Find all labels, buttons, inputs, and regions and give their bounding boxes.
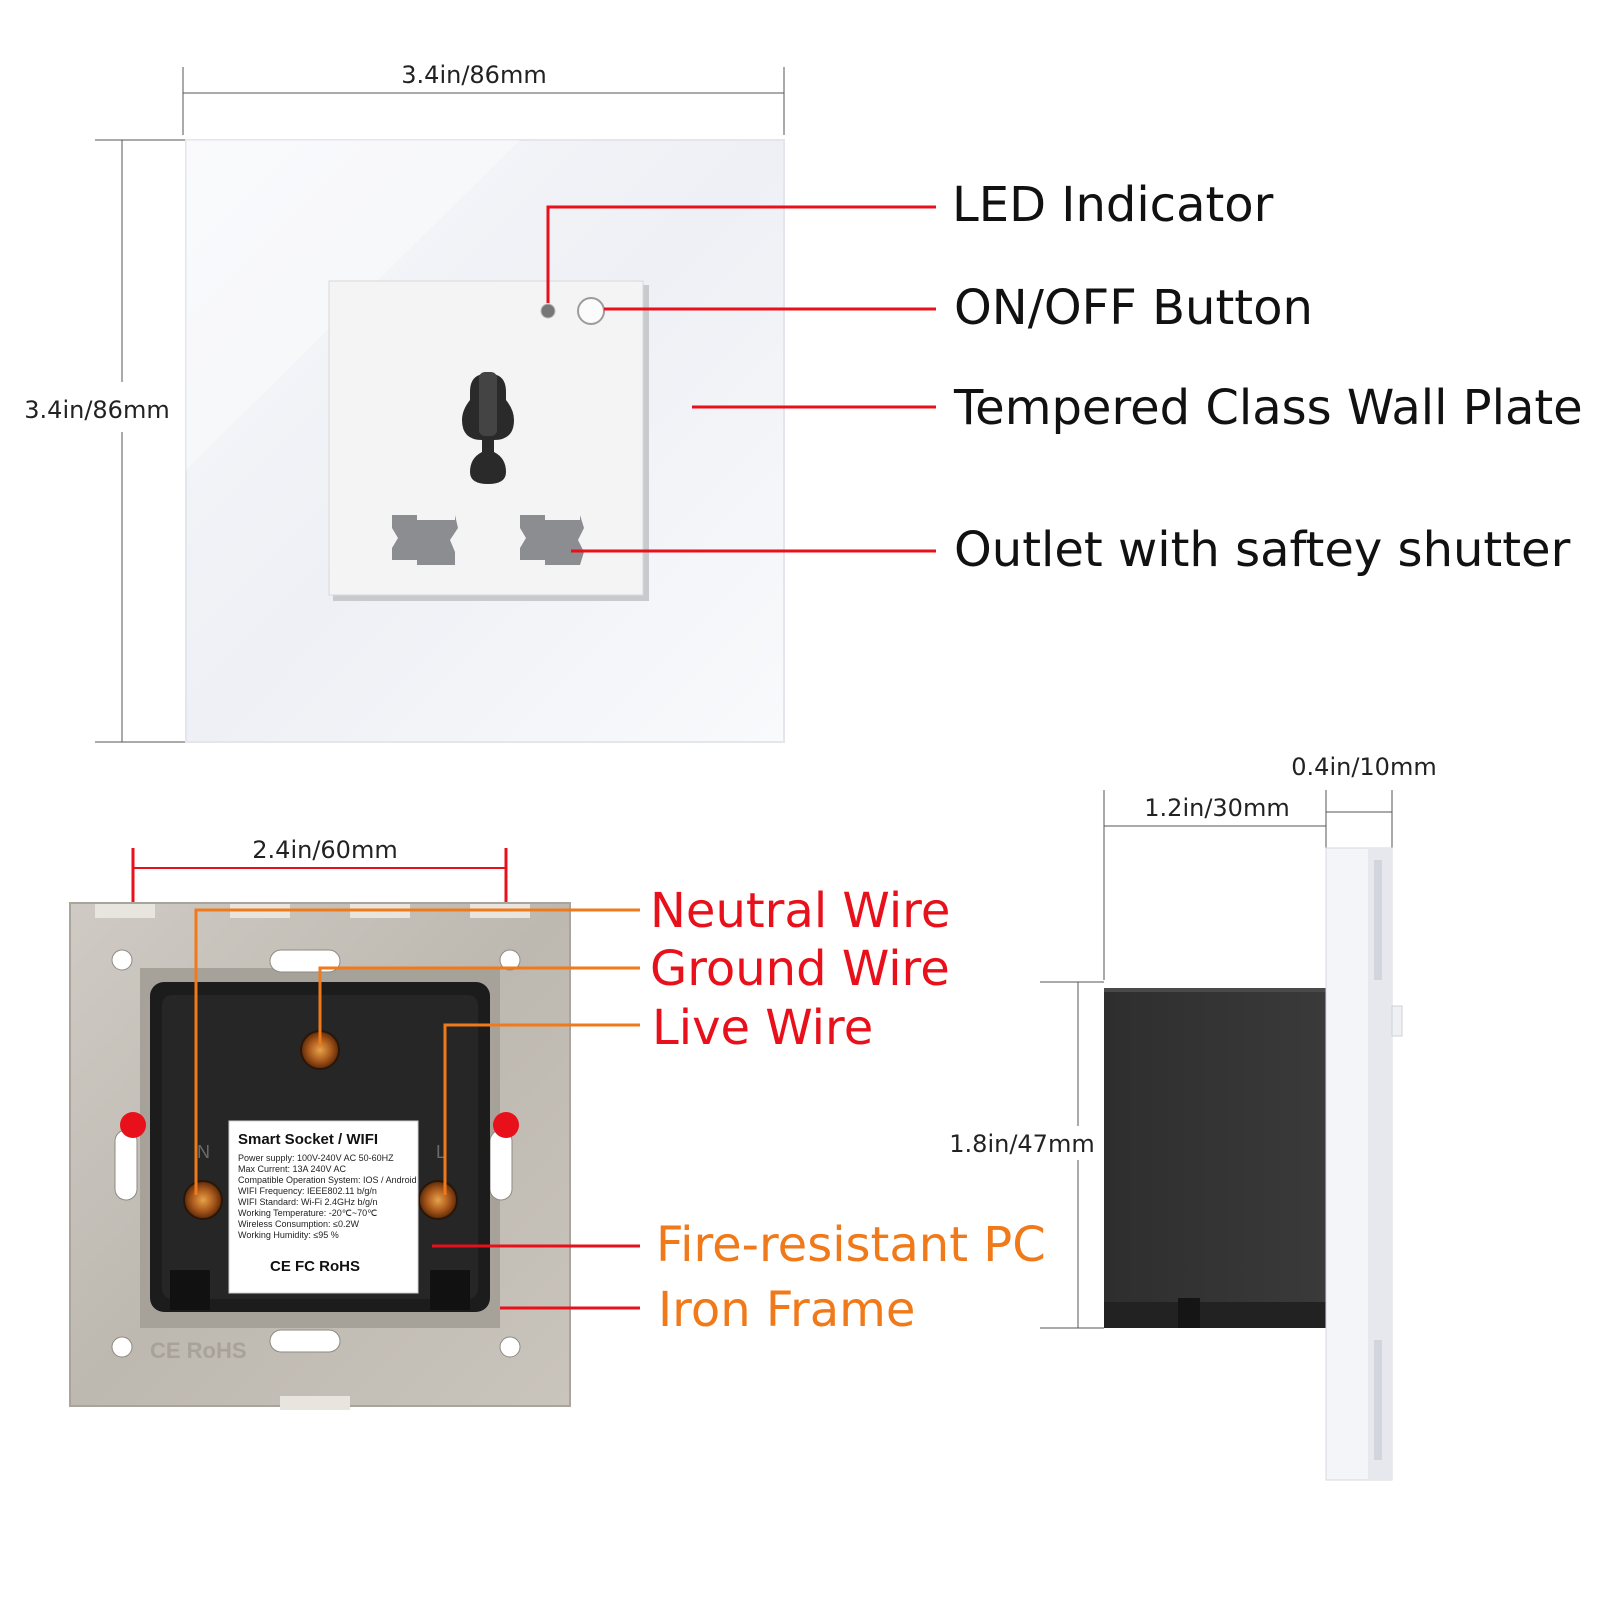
callout-live-wire: Live Wire: [652, 1000, 873, 1056]
label-certifications: CE FC RoHS: [270, 1258, 360, 1275]
callout-neutral-wire: Neutral Wire: [650, 883, 950, 939]
side-housing: [1104, 988, 1328, 1328]
front-width-label: 3.4in/86mm: [401, 61, 546, 89]
label-line: WIFI Standard: Wi-Fi 2.4GHz b/g/n: [238, 1197, 378, 1207]
front-height-dimension: 3.4in/86mm: [24, 139, 186, 743]
front-width-dimension: 3.4in/86mm: [182, 61, 785, 135]
side-body-height-label: 1.8in/47mm: [949, 1130, 1094, 1158]
on-off-button[interactable]: [577, 297, 605, 325]
front-height-label: 3.4in/86mm: [24, 396, 169, 424]
label-line: Working Temperature: -20℃~70℃: [238, 1208, 377, 1218]
label-line: Max Current: 13A 240V AC: [238, 1164, 347, 1174]
front-leaders: [546, 205, 936, 553]
mounting-hole-marker-right: [493, 1112, 519, 1138]
callout-iron-frame: Iron Frame: [658, 1282, 915, 1338]
neutral-terminal-letter: N: [197, 1142, 210, 1162]
earth-slot: [462, 372, 514, 484]
side-height-dimension: 1.8in/47mm: [949, 981, 1104, 1329]
product-label: Smart Socket / WIFI Power supply: 100V-2…: [228, 1120, 419, 1294]
callout-ground-wire: Ground Wire: [650, 941, 950, 997]
callout-fire-resistant-pc: Fire-resistant PC: [656, 1217, 1046, 1273]
outlet-slot-right: [520, 515, 584, 565]
label-line: Compatible Operation System: IOS / Andro…: [238, 1175, 417, 1185]
live-terminal: [418, 1180, 458, 1220]
led-indicator: [540, 303, 556, 319]
back-width-label: 2.4in/60mm: [252, 836, 397, 864]
side-view: 1.2in/30mm 0.4in/10mm 1.8in/47mm: [949, 753, 1437, 1481]
label-line: WIFI Frequency: IEEE802.11 b/g/n: [238, 1186, 377, 1196]
outlet-slot-left: [392, 515, 458, 565]
callout-outlet-shutter: Outlet with saftey shutter: [954, 522, 1571, 578]
side-depth-dimensions: 1.2in/30mm 0.4in/10mm: [1103, 753, 1437, 980]
side-plate-thickness-label: 0.4in/10mm: [1291, 753, 1436, 781]
front-view: 3.4in/86mm 3.4in/86mm: [24, 61, 1583, 743]
side-glass-plate: [1325, 847, 1403, 1481]
callout-wall-plate: Tempered Class Wall Plate: [953, 380, 1583, 436]
live-terminal-letter: L: [436, 1142, 446, 1162]
label-line: Working Humidity: ≤95 %: [238, 1230, 339, 1240]
back-view: 2.4in/60mm CE RoHS: [69, 836, 1046, 1410]
socket-face: [328, 280, 649, 601]
label-line: Wireless Consumption: ≤0.2W: [238, 1219, 359, 1229]
callout-on-off-button: ON/OFF Button: [954, 280, 1313, 336]
frame-ce-rohs-marking: CE RoHS: [150, 1338, 247, 1363]
callout-led-indicator: LED Indicator: [952, 177, 1274, 233]
mounting-hole-marker-left: [120, 1112, 146, 1138]
label-title: Smart Socket / WIFI: [238, 1131, 378, 1148]
neutral-terminal: [183, 1180, 223, 1220]
back-leaders: [194, 908, 640, 1310]
label-line: Power supply: 100V-240V AC 50-60HZ: [238, 1153, 394, 1163]
side-body-depth-label: 1.2in/30mm: [1144, 794, 1289, 822]
